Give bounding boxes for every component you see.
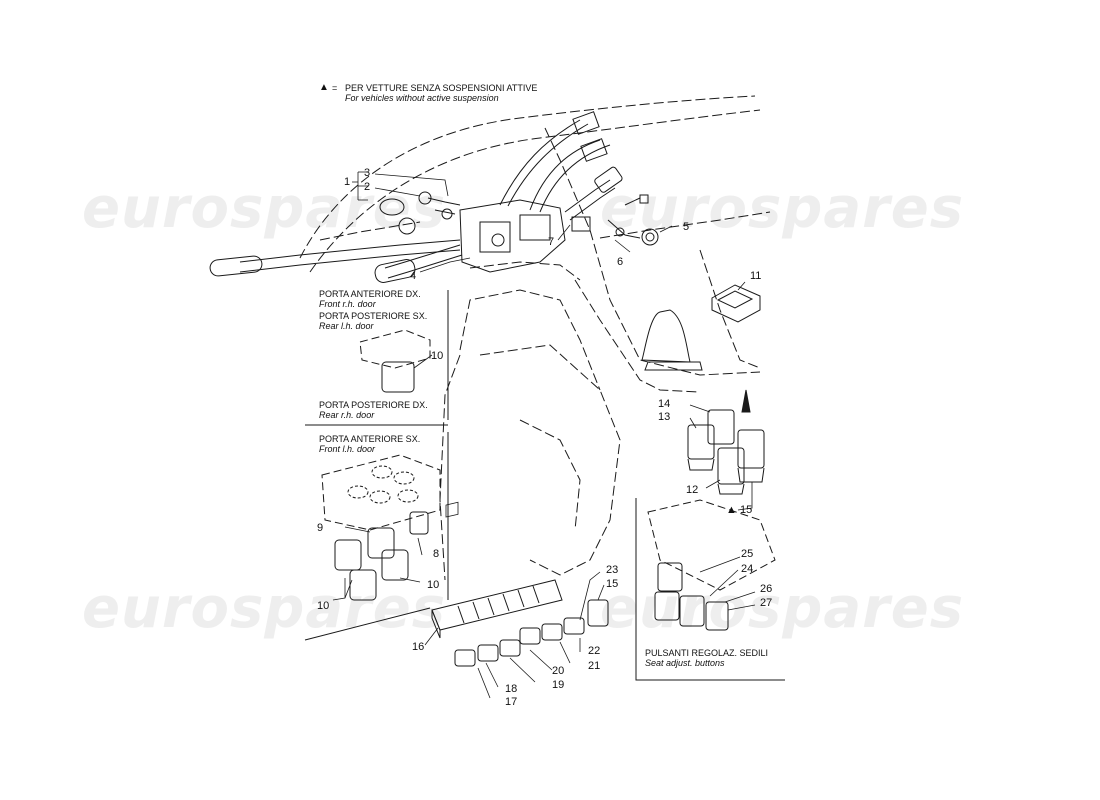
door-panel-front-lh (321, 454, 441, 531)
callout-7: 7 (548, 236, 555, 248)
seat-panel (647, 499, 776, 591)
cigar-lighter (607, 194, 659, 246)
callout-17: 17 (505, 696, 518, 708)
callout-10-lower: 10 (317, 600, 330, 612)
callout-27: 27 (760, 597, 773, 609)
label-rear-lh-it: PORTA POSTERIORE SX. (319, 311, 428, 321)
callout-6: 6 (617, 256, 624, 268)
legend-title-en: For vehicles without active suspension (345, 93, 499, 103)
combination-switch-assembly (209, 111, 623, 283)
watermark-bottom-right: eurospares (600, 576, 965, 641)
callout-2: 2 (364, 181, 371, 193)
callout-3: 3 (364, 167, 371, 179)
callout-triangle-15: ▲ (726, 504, 737, 516)
legend-equals: = (332, 83, 338, 93)
callout-5: 5 (683, 221, 690, 233)
leader-lines (332, 171, 756, 699)
callout-15-strip: 15 (606, 578, 619, 590)
callout-1: 1 (344, 176, 351, 188)
callout-20: 20 (552, 665, 565, 677)
label-front-rh-it: PORTA ANTERIORE DX. (319, 289, 421, 299)
callout-25: 25 (741, 548, 754, 560)
dashboard-outline (299, 95, 771, 581)
label-front-rh-en: Front r.h. door (319, 299, 376, 309)
label-rear-lh-en: Rear l.h. door (319, 321, 374, 331)
callout-13: 13 (658, 411, 671, 423)
callout-18: 18 (505, 683, 518, 695)
watermark-bottom-left: eurospares (82, 576, 447, 641)
door-panel-rear-lh (359, 329, 431, 369)
seat-switches-24-27 (654, 562, 729, 631)
ignition-keys (379, 191, 461, 235)
label-front-lh-it: PORTA ANTERIORE SX. (319, 434, 421, 444)
callout-10-upper: 10 (431, 350, 444, 362)
watermark-top-right: eurospares (600, 176, 965, 241)
gear-knob (641, 309, 703, 371)
callout-10-mid: 10 (427, 579, 440, 591)
switch-strip-16 (431, 501, 563, 639)
label-seat-it: PULSANTI REGOLAZ. SEDILI (645, 648, 769, 658)
callout-4: 4 (410, 270, 417, 282)
legend-symbol: ▲ (319, 82, 329, 93)
switch-cluster-12-15 (687, 409, 765, 495)
legend-title-it: PER VETTURE SENZA SOSPENSIONI ATTIVE (345, 83, 538, 93)
door-panel-front-lh-buttons (347, 465, 419, 504)
label-rear-rh-it: PORTA POSTERIORE DX. (319, 400, 428, 410)
watermark-top-left: eurospares (82, 176, 447, 241)
callout-15-cluster: 15 (740, 504, 753, 516)
callout-8: 8 (433, 548, 440, 560)
callout-12: 12 (686, 484, 699, 496)
callout-22: 22 (588, 645, 601, 657)
callout-9: 9 (317, 522, 324, 534)
callout-16: 16 (412, 641, 425, 653)
triangle-marker (741, 389, 751, 413)
callout-23: 23 (606, 564, 619, 576)
callout-21: 21 (588, 660, 601, 672)
callout-24: 24 (741, 563, 754, 575)
panel-borders (304, 290, 785, 681)
callout-19: 19 (552, 679, 565, 691)
door-switches-8-9-10 (334, 511, 429, 601)
label-seat-en: Seat adjust. buttons (645, 658, 725, 668)
door-switch-10-upper (381, 361, 415, 393)
callout-11: 11 (750, 270, 762, 282)
callout-14: 14 (658, 398, 671, 410)
small-switches-17-23 (454, 599, 609, 667)
label-front-lh-en: Front l.h. door (319, 444, 376, 454)
label-rear-rh-en: Rear r.h. door (319, 410, 375, 420)
callout-26: 26 (760, 583, 773, 595)
switch-11 (711, 284, 761, 323)
